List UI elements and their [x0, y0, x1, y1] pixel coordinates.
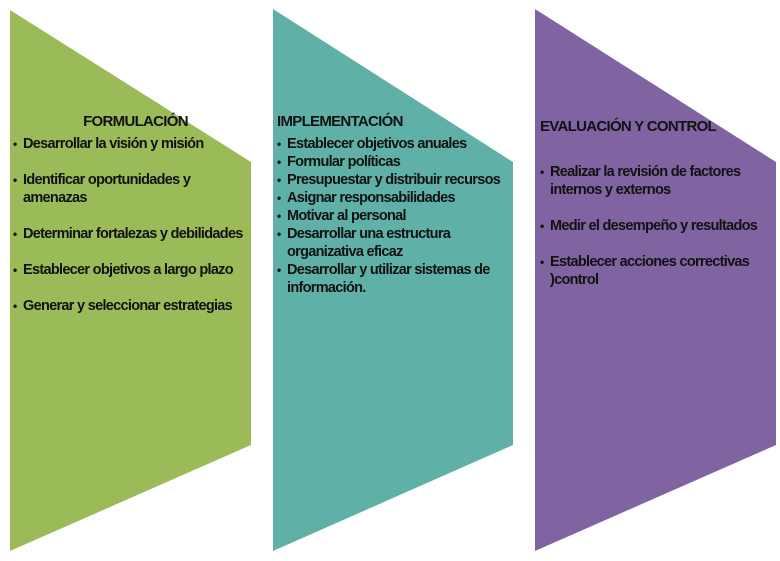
list-item: Generar y seleccionar estrategias — [13, 297, 248, 315]
implementacion-title: IMPLEMENTACIÓN — [277, 113, 403, 130]
evaluacion-title: EVALUACIÓN Y CONTROL — [540, 118, 717, 135]
list-item: Asignar responsabilidades — [277, 189, 512, 207]
evaluacion-panel: EVALUACIÓN Y CONTROL Realizar la revisió… — [540, 113, 775, 307]
list-item: Establecer objetivos anuales — [277, 135, 512, 153]
list-item: Establecer acciones correctivas )control — [540, 253, 775, 289]
list-item: Desarrollar una estructura organizativa … — [277, 225, 512, 261]
list-item: Determinar fortalezas y debilidades — [13, 225, 248, 243]
formulacion-title: FORMULACIÓN — [83, 113, 188, 130]
formulacion-panel: FORMULACIÓN Desarrollar la visión y misi… — [13, 113, 248, 333]
implementacion-panel: IMPLEMENTACIÓN Establecer objetivos anua… — [277, 113, 512, 297]
list-item: Desarrollar y utilizar sistemas de infor… — [277, 261, 512, 297]
list-item: Desarrollar la visión y misión — [13, 135, 248, 153]
list-item: Motivar al personal — [277, 207, 512, 225]
list-item: Establecer objetivos a largo plazo — [13, 261, 248, 279]
list-item: Presupuestar y distribuir recursos — [277, 171, 512, 189]
list-item: Identificar oportunidades y amenazas — [13, 171, 248, 207]
list-item: Medir el desempeño y resultados — [540, 217, 775, 235]
list-item: Realizar la revisión de factores interno… — [540, 163, 775, 199]
list-item: Formular políticas — [277, 153, 512, 171]
